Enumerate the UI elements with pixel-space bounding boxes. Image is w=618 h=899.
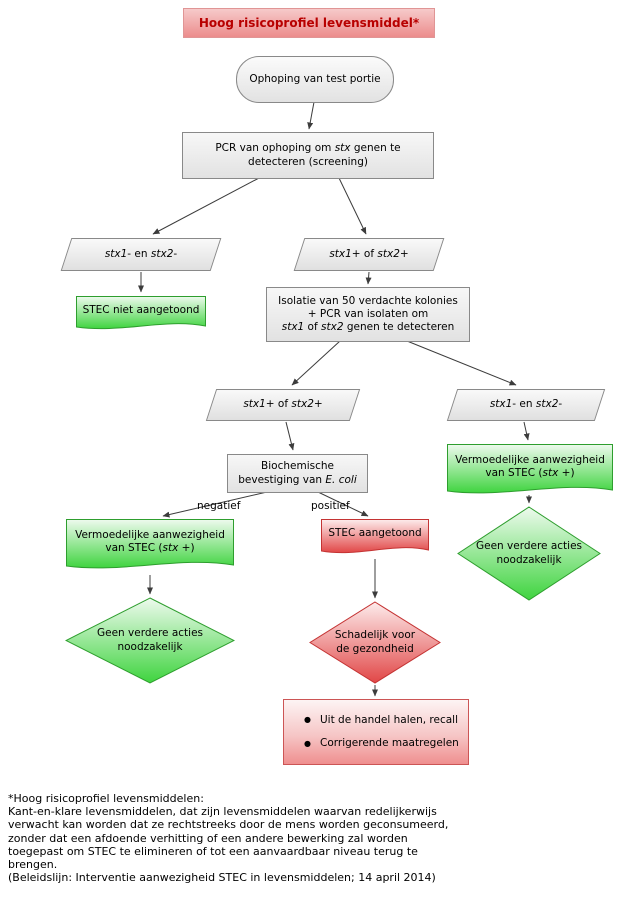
bullet-icon: ● bbox=[304, 738, 311, 748]
stec-not-detected-label: STEC niet aangetoond bbox=[82, 303, 200, 316]
stec-detected-node: STEC aangetoond bbox=[321, 519, 429, 558]
document-shape bbox=[321, 519, 429, 554]
screen-negative-label: stx1- en stx2- bbox=[104, 247, 178, 260]
isolation-node: Isolatie van 50 verdachte kolonies+ PCR … bbox=[266, 287, 470, 342]
page-title: Hoog risicoprofiel levensmiddel* bbox=[183, 8, 435, 38]
stec-not-detected-node: STEC niet aangetoond bbox=[76, 296, 206, 334]
edge-label-positief: positief bbox=[311, 500, 350, 512]
document-shape bbox=[447, 444, 613, 494]
stec-detected-label: STEC aangetoond bbox=[328, 527, 422, 540]
document-shape bbox=[76, 296, 206, 330]
bullet-icon: ● bbox=[304, 715, 311, 725]
screen-negative-node: stx1- en stx2- bbox=[60, 238, 222, 271]
corrective-actions-node: ● Uit de handel halen, recall ● Corriger… bbox=[283, 699, 469, 765]
edge-label-negatief: negatief bbox=[197, 500, 241, 512]
start-node: Ophoping van test portie bbox=[236, 56, 394, 103]
action-item: ● Uit de handel halen, recall bbox=[304, 714, 458, 727]
isolate-positive-node: stx1+ of stx2+ bbox=[205, 389, 361, 421]
isolation-label: Isolatie van 50 verdachte kolonies+ PCR … bbox=[278, 294, 458, 334]
screen-positive-node: stx1+ of stx2+ bbox=[293, 238, 445, 271]
isolate-negative-node: stx1- en stx2- bbox=[446, 389, 606, 421]
screen-positive-label: stx1+ of stx2+ bbox=[329, 247, 409, 260]
action-item-label: Corrigerende maatregelen bbox=[319, 737, 459, 749]
isolate-negative-label: stx1- en stx2- bbox=[489, 398, 563, 411]
page-title-label: Hoog risicoprofiel levensmiddel* bbox=[198, 16, 420, 30]
isolate-positive-label: stx1+ of stx2+ bbox=[243, 398, 323, 411]
document-shape bbox=[66, 519, 234, 569]
footnote-text: *Hoog risicoprofiel levensmiddelen: Kant… bbox=[8, 792, 449, 885]
diamond-shape bbox=[65, 597, 235, 684]
diamond-shape bbox=[309, 601, 441, 684]
action-item: ● Corrigerende maatregelen bbox=[304, 737, 459, 750]
diamond-shape bbox=[457, 506, 601, 601]
action-item-label: Uit de handel halen, recall bbox=[319, 713, 459, 726]
start-label: Ophoping van test portie bbox=[249, 72, 381, 85]
